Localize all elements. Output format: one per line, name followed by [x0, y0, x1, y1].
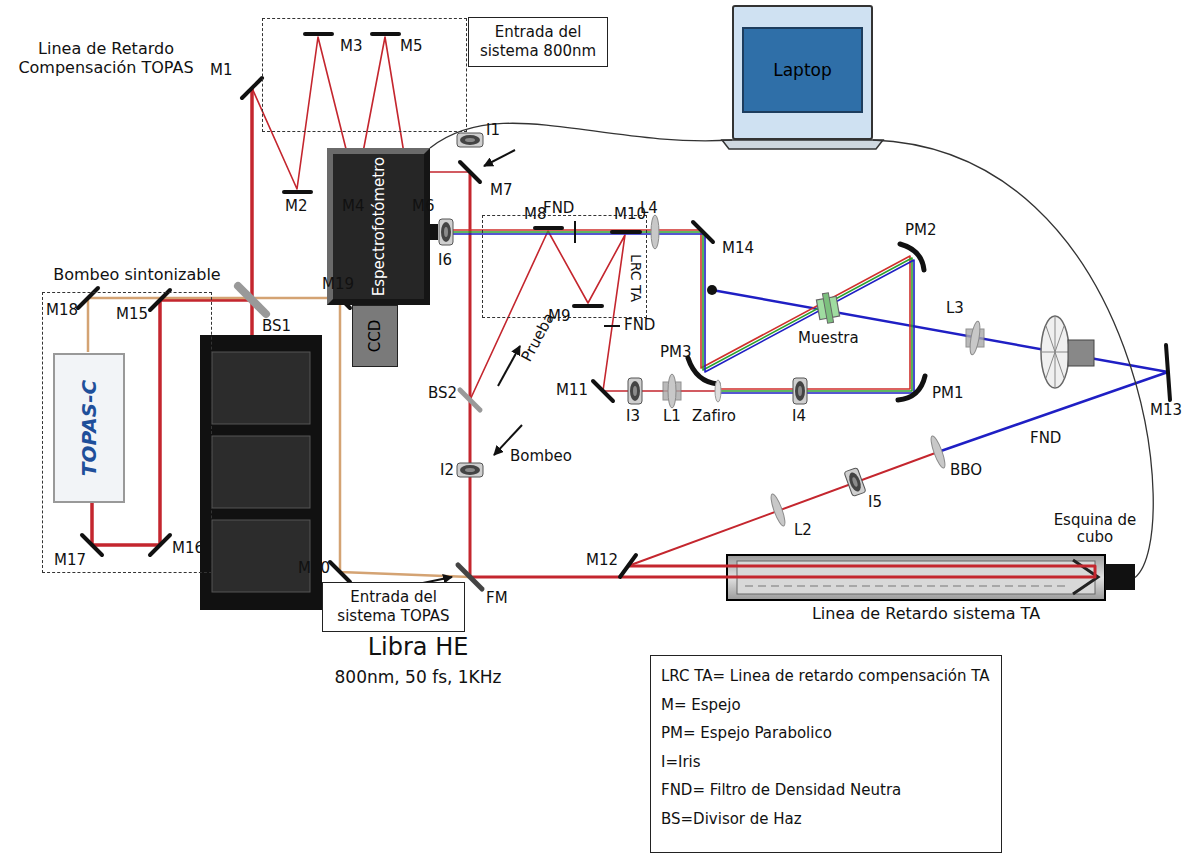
part-label: M8 [524, 206, 547, 223]
part-label: M5 [400, 38, 423, 55]
cable [873, 140, 1153, 578]
node-text: I=Iris [661, 748, 991, 777]
pump-group: Bombeo sintonizableTOPAS-C [42, 292, 212, 573]
node-text: LRC TA= Linea de retardo compensación TA [661, 662, 991, 691]
node-text: Bombeo sintonizable [37, 265, 237, 284]
part-label: I2 [440, 462, 454, 479]
delay-stage: Linea de Retardo sistema TA [727, 555, 1135, 600]
parabolic-mirrors [688, 244, 925, 400]
topas-unit: TOPAS-C [53, 353, 125, 503]
node-text: 800nm, 50 fs, 1KHz [298, 667, 538, 687]
node-text: Libra HE [318, 633, 518, 661]
node-text: Linea de Retardo sistema TA [741, 604, 1111, 623]
beams [88, 37, 1168, 577]
node-text: Linea de Retardo Compensación TOPAS [6, 39, 206, 77]
cable [430, 123, 732, 148]
lenses [651, 215, 984, 527]
part-label: Esquina de cubo [1045, 512, 1145, 547]
node-text: CCD [353, 306, 397, 366]
part-label: M14 [722, 240, 754, 257]
nd-filters [575, 221, 620, 326]
part-label: I5 [868, 494, 882, 511]
part-label: FM [486, 590, 508, 607]
part-label: M20 [298, 560, 330, 577]
node-text: LRC TA [626, 243, 646, 313]
part-label: M3 [340, 38, 363, 55]
node-text: PM= Espejo Parabolico [661, 719, 991, 748]
part-label: M4 [342, 198, 365, 215]
part-label: Prueba [518, 310, 558, 364]
laptop: Laptop [732, 5, 873, 140]
part-label: FND [543, 200, 574, 217]
part-label: M6 [412, 198, 435, 215]
part-label: M16 [172, 540, 204, 557]
part-label: PM1 [932, 385, 964, 402]
beam-splitters [238, 286, 482, 589]
part-label: I6 [438, 252, 452, 269]
part-label: PM2 [905, 222, 937, 239]
delay-line-group: LRC TA [482, 215, 647, 318]
node-text: M= Espejo [661, 691, 991, 720]
node-text: Laptop [742, 27, 863, 113]
part-label: M1 [210, 62, 233, 79]
ccd-camera: CCD [352, 305, 398, 367]
part-label: M12 [586, 552, 618, 569]
part-label: BS2 [428, 385, 457, 402]
mirrors [78, 34, 1170, 582]
part-label: M7 [490, 182, 513, 199]
entry-box: Entrada del sistema TOPAS [322, 582, 465, 632]
part-label: I1 [486, 122, 500, 139]
entry-box: Entrada del sistema 800nm [468, 17, 608, 67]
legend-box: LRC TA= Linea de retardo compensación TA… [650, 655, 1002, 853]
node-text: FND= Filtro de Densidad Neutra [661, 776, 991, 805]
part-label: M11 [556, 382, 588, 399]
part-label: M13 [1150, 402, 1182, 419]
part-label: L2 [794, 522, 812, 539]
part-label: L1 [663, 408, 681, 425]
laptop-base [722, 140, 883, 149]
node-text: TOPAS-C [55, 355, 123, 501]
part-label: I4 [792, 408, 806, 425]
part-label: M18 [46, 302, 78, 319]
part-label: Zafiro [692, 408, 736, 425]
part-label: Bombeo [510, 448, 572, 465]
irises [439, 133, 866, 497]
part-label: FND [1030, 430, 1061, 447]
node-text: Entrada del sistema TOPAS [329, 588, 458, 626]
part-label: M15 [116, 306, 148, 323]
part-label: FND [624, 317, 655, 334]
part-label: I3 [626, 408, 640, 425]
part-label: M10 [614, 206, 646, 223]
part-label: BS1 [262, 318, 291, 335]
delay-line-group: Linea de Retardo Compensación TOPAS [262, 18, 467, 132]
sample-cuvette [816, 291, 841, 324]
part-label: M2 [285, 198, 308, 215]
part-label: M19 [322, 276, 354, 293]
node-text: BS=Divisor de Haz [661, 805, 991, 834]
chopper [1041, 316, 1094, 388]
part-label: M17 [54, 552, 86, 569]
part-label: BBO [950, 462, 982, 479]
part-label: Muestra [798, 330, 859, 347]
part-label: PM3 [660, 344, 692, 361]
node-text: Entrada del sistema 800nm [475, 23, 601, 61]
part-label: L3 [946, 300, 964, 317]
